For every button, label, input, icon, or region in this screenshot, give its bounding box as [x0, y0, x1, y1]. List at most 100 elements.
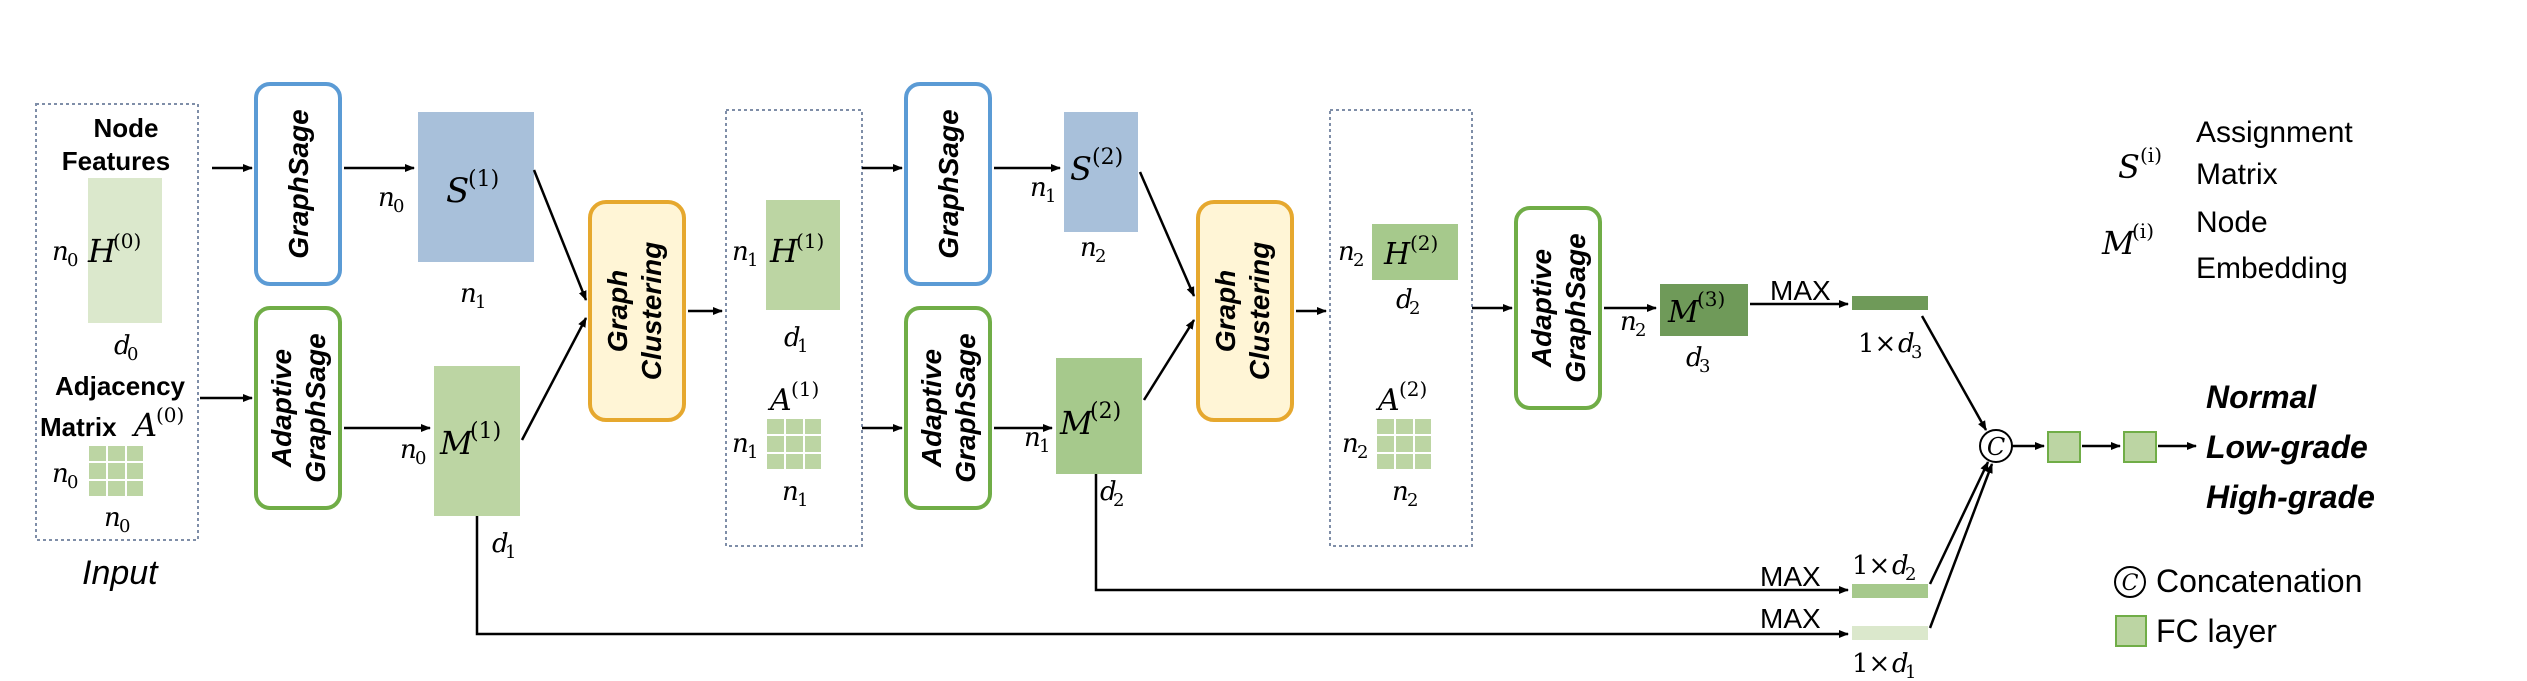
a2-n2-col-sub: 2 [1407, 490, 1418, 511]
concat-node-symbol: C [1987, 433, 2005, 461]
h1-matrix [766, 200, 840, 310]
a1-n1-row-sub: 1 [747, 442, 758, 463]
a1-n1-row: n [732, 429, 749, 459]
arrow-m1-skip-to-max [475, 516, 1849, 638]
pooled-vector-1-sub: 1 [1905, 662, 1916, 681]
a0-n0-row-sub: 0 [67, 472, 78, 493]
pooled-vector-3 [1852, 296, 1928, 310]
s1-matrix [418, 112, 534, 262]
graphsage-block-2-label: GraphSage [933, 109, 964, 258]
arrow-s2-to-clustering-2 [1138, 171, 1196, 297]
m3-n2-label: n [1620, 307, 1637, 337]
legend-s-desc-2: Matrix [2196, 158, 2278, 191]
h0-label: H [87, 232, 117, 270]
m3-sup: (3) [1697, 287, 1725, 311]
pooled-vector-3-d: d [1898, 329, 1915, 359]
h1-d1-label: d [784, 323, 801, 353]
h0-n0-label: n [52, 237, 69, 267]
graphsage-block-1 [254, 82, 342, 286]
a1-label: A [767, 383, 792, 418]
legend-concat-label: Concatenation [2156, 563, 2362, 599]
max-label-1: MAX [1760, 603, 1821, 634]
h2-n2-label: n [1338, 237, 1355, 267]
h1-d1-sub: 1 [797, 336, 808, 357]
input-title: Input [82, 554, 159, 592]
m1-label: M [439, 424, 474, 462]
fc-layer-2 [2123, 431, 2157, 463]
legend-s-sup: (i) [2140, 143, 2162, 167]
h2-d2-label: d [1396, 285, 1413, 315]
pooled-vector-1-dim: 1× [1852, 649, 1890, 679]
m1-d1-sub: 1 [505, 542, 516, 563]
legend-m-symbol: M [2101, 224, 2136, 262]
a2-label: A [1375, 383, 1400, 418]
s2-n1-label: n [1030, 173, 1047, 203]
a0-label: A [131, 406, 157, 444]
matrix-label: Matrix [40, 412, 117, 442]
adaptive-block-1-label-1: Adaptive [266, 349, 297, 468]
a0-sup: (0) [156, 403, 184, 427]
m2-matrix [1056, 358, 1142, 474]
graphsage-block-1-label: GraphSage [283, 109, 314, 258]
adaptive-block-3-label-2: GraphSage [1560, 233, 1591, 382]
output-class-low-grade: Low-grade [2206, 429, 2368, 465]
output-class-normal: Normal [2206, 379, 2317, 415]
m2-label: M [1059, 404, 1094, 442]
m2-n1-sub: 1 [1039, 436, 1050, 457]
adaptive-block-3-label-1: Adaptive [1526, 249, 1557, 368]
arrow-m1-to-clustering-1 [520, 317, 588, 441]
node-features-label-2: Features [62, 146, 170, 176]
max-label-3: MAX [1770, 275, 1831, 306]
h2-label: H [1383, 237, 1411, 272]
pooled-vector-3-dim: 1× [1858, 329, 1896, 359]
h1-sup: (1) [796, 229, 824, 253]
h1-n1-sub: 1 [747, 250, 758, 271]
legend-concat-icon [2114, 566, 2146, 598]
m1-n0-sub: 0 [415, 448, 426, 469]
m3-matrix [1660, 284, 1748, 336]
pooled-vector-2 [1852, 584, 1928, 598]
h1-n1-label: n [732, 237, 749, 267]
m2-sup: (2) [1090, 399, 1121, 424]
s2-n2-label: n [1080, 233, 1097, 263]
pooled-vector-2-dim: 1× [1852, 551, 1890, 581]
h1-label: H [769, 232, 799, 270]
h0-matrix [88, 178, 162, 323]
pooled-dotted-box-2 [1329, 109, 1473, 547]
m3-label: M [1667, 295, 1700, 330]
a1-n1-col-sub: 1 [797, 490, 808, 511]
s1-sup: (1) [468, 167, 499, 192]
input-dotted-box [35, 103, 199, 541]
adaptive-block-3 [1514, 206, 1602, 410]
a2-n2-col: n [1392, 477, 1409, 507]
a0-n0-col: n [104, 503, 121, 533]
a2-sup: (2) [1399, 377, 1427, 401]
legend-fc-label: FC layer [2156, 613, 2277, 649]
a2-n2-row: n [1342, 429, 1359, 459]
s1-n1-label: n [460, 279, 477, 309]
adaptive-block-2-label-1: Adaptive [916, 349, 947, 468]
m3-n2-sub: 2 [1635, 320, 1646, 341]
clustering-block-2-label-2: Clustering [1244, 242, 1275, 380]
h2-d2-sub: 2 [1409, 298, 1420, 319]
d0-sub: 0 [127, 344, 138, 365]
clustering-block-1-label-1: Graph [602, 270, 633, 352]
s2-matrix [1064, 112, 1138, 232]
node-features-label: Node [94, 113, 159, 143]
h2-sup: (2) [1410, 231, 1438, 255]
arrow-pooled-3-to-concat [1920, 315, 1988, 431]
a1-sup: (1) [791, 377, 819, 401]
pooled-vector-1 [1852, 626, 1928, 640]
s1-n1-sub: 1 [475, 292, 486, 313]
legend-concat-icon-symbol: C [2122, 571, 2139, 596]
clustering-block-2-label-1: Graph [1210, 270, 1241, 352]
m2-d2-label: d [1100, 477, 1117, 507]
arrow-m2-to-clustering-2 [1142, 319, 1196, 401]
legend-m-sup: (i) [2132, 219, 2154, 243]
s1-n0-sub: 0 [393, 196, 404, 217]
m1-n0-label: n [400, 435, 417, 465]
pooled-dotted-box-1 [725, 109, 863, 547]
legend-s-symbol: S [2118, 148, 2140, 186]
h0-n0-sub: 0 [67, 250, 78, 271]
connectors [200, 164, 2197, 638]
